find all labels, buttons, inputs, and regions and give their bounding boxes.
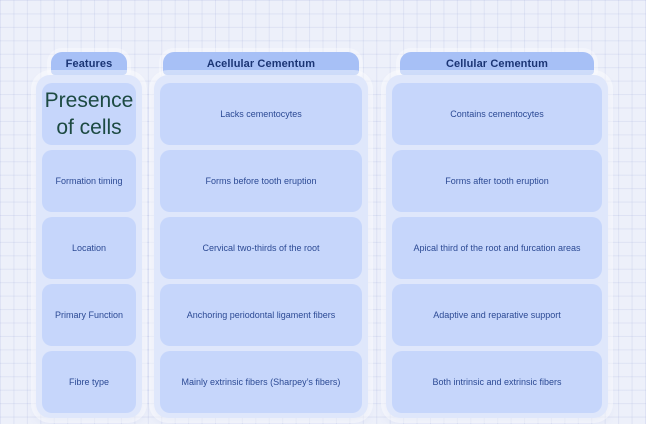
cell-text: Mainly extrinsic fibers (Sharpey’s fiber… [181, 376, 341, 387]
cell-cellular-formation[interactable]: Forms after tooth eruption [392, 150, 602, 212]
cell-acellular-presence[interactable]: Lacks cementocytes [160, 83, 362, 145]
column-header-acellular-cementum[interactable]: Acellular Cementum [163, 52, 359, 75]
cell-text: Both intrinsic and extrinsic fibers [432, 376, 562, 387]
cell-acellular-location[interactable]: Cervical two-thirds of the root [160, 217, 362, 279]
column-features: Features Presence of cells Formation tim… [36, 52, 142, 418]
cell-fibre-type[interactable]: Fibre type [42, 351, 136, 413]
features-panel: Presence of cells Formation timing Locat… [36, 75, 142, 418]
cell-text: Contains cementocytes [450, 108, 544, 119]
cell-cellular-presence[interactable]: Contains cementocytes [392, 83, 602, 145]
cell-acellular-fibre[interactable]: Mainly extrinsic fibers (Sharpey’s fiber… [160, 351, 362, 413]
cell-text: Apical third of the root and furcation a… [413, 242, 581, 253]
column-cellular-cementum: Cellular Cementum Contains cementocytes … [386, 52, 608, 418]
cell-presence-of-cells[interactable]: Presence of cells [42, 83, 136, 145]
cell-text: Forms before tooth eruption [205, 175, 317, 186]
column-header-label: Features [65, 57, 113, 70]
column-header-label: Cellular Cementum [446, 57, 548, 70]
column-header-features[interactable]: Features [51, 52, 127, 75]
cell-cellular-location[interactable]: Apical third of the root and furcation a… [392, 217, 602, 279]
cell-cellular-function[interactable]: Adaptive and reparative support [392, 284, 602, 346]
cell-text: Forms after tooth eruption [445, 175, 549, 186]
cell-cellular-fibre[interactable]: Both intrinsic and extrinsic fibers [392, 351, 602, 413]
acellular-panel: Lacks cementocytes Forms before tooth er… [154, 75, 368, 418]
column-acellular-cementum: Acellular Cementum Lacks cementocytes Fo… [154, 52, 368, 418]
cell-formation-timing[interactable]: Formation timing [42, 150, 136, 212]
cell-primary-function[interactable]: Primary Function [42, 284, 136, 346]
cellular-panel: Contains cementocytes Forms after tooth … [386, 75, 608, 418]
cell-text: Fibre type [68, 376, 110, 387]
cell-acellular-function[interactable]: Anchoring periodontal ligament fibers [160, 284, 362, 346]
cell-text: Presence of cells [44, 88, 134, 139]
cell-text: Anchoring periodontal ligament fibers [186, 309, 336, 320]
cell-text: Primary Function [54, 309, 124, 320]
cell-text: Formation timing [55, 175, 123, 186]
column-header-label: Acellular Cementum [206, 57, 316, 70]
column-header-cellular-cementum[interactable]: Cellular Cementum [400, 52, 594, 75]
cell-text: Adaptive and reparative support [433, 309, 561, 320]
cell-location[interactable]: Location [42, 217, 136, 279]
cell-text: Location [71, 242, 107, 253]
cell-text: Cervical two-thirds of the root [202, 242, 320, 253]
cell-text: Lacks cementocytes [220, 108, 302, 119]
cell-acellular-formation[interactable]: Forms before tooth eruption [160, 150, 362, 212]
